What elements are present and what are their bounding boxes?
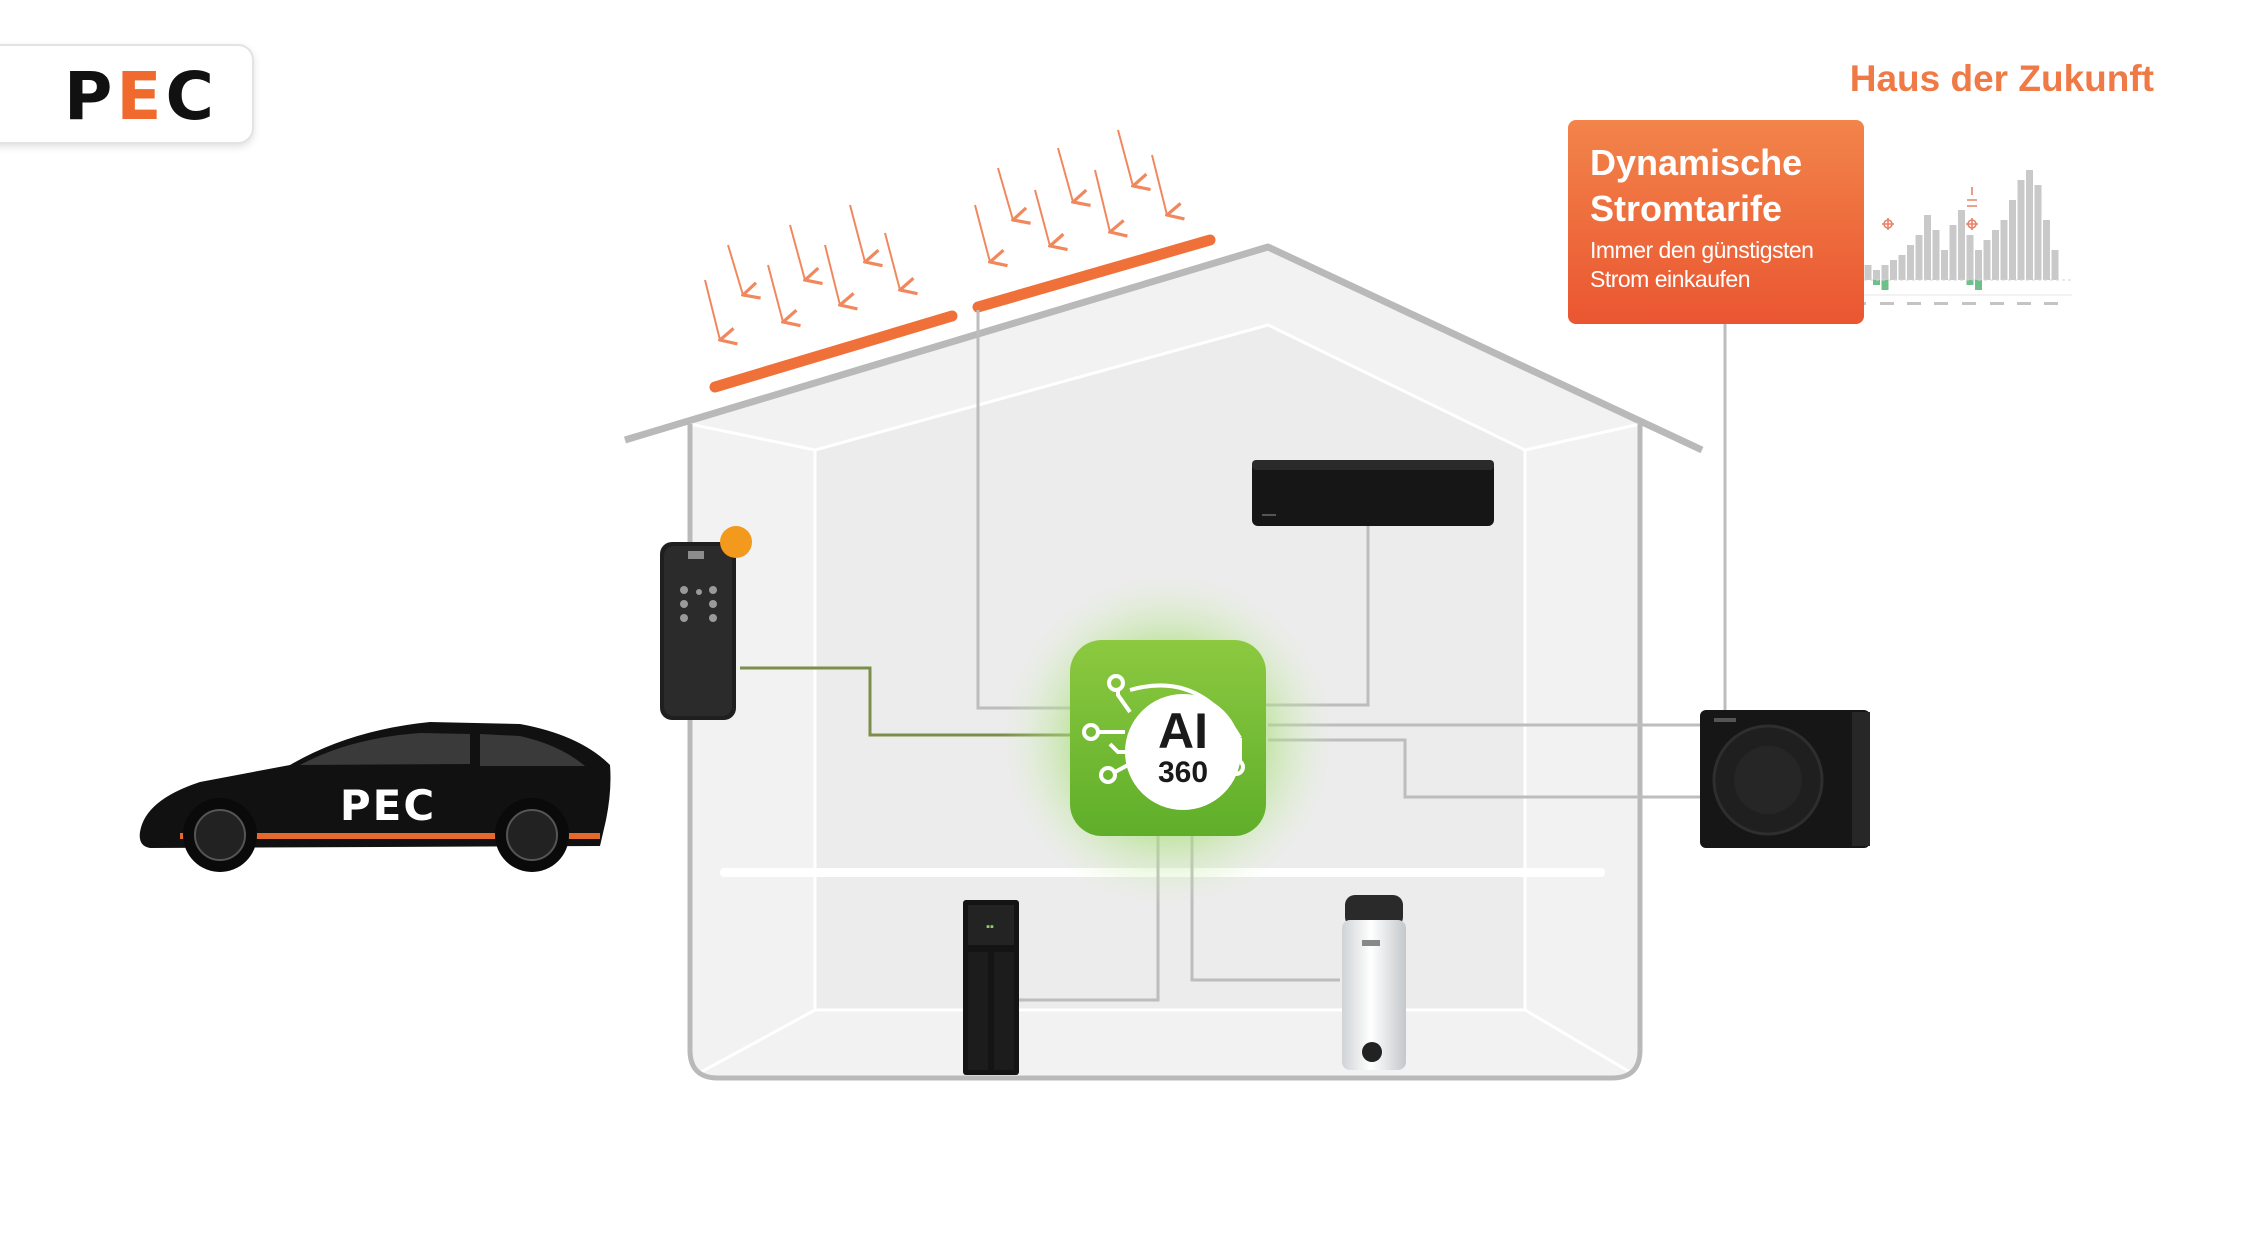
solar-panel-icon	[709, 310, 958, 393]
tariff-subtitle: Immer den günstigsten Strom einkaufen	[1590, 237, 1814, 292]
price-bar	[1898, 255, 1906, 280]
tariff-card: Dynamische Stromtarife Immer den günstig…	[1568, 120, 1864, 324]
sun-rays	[704, 129, 1167, 340]
circuit-icon	[1082, 674, 1245, 784]
price-bar	[2043, 220, 2050, 280]
air-conditioner-icon[interactable]	[1252, 460, 1494, 526]
price-bar	[1949, 225, 1957, 280]
logo-card[interactable]: PEC	[0, 44, 254, 144]
wallbox-icon[interactable]	[660, 526, 752, 720]
heat-pump-outdoor-unit-icon[interactable]	[1700, 710, 1870, 848]
negative-price-bar	[1873, 280, 1880, 285]
price-bar	[1992, 230, 1999, 280]
svg-text:▪▪: ▪▪	[986, 921, 994, 933]
connection-lines	[740, 310, 1727, 1002]
price-bar	[1966, 235, 1974, 280]
battery-storage-icon[interactable]: ▪▪	[963, 900, 1019, 1075]
tariff-title: Dynamische Stromtarife	[1590, 142, 1803, 229]
price-bar	[1924, 215, 1931, 280]
price-bar	[2017, 180, 2025, 280]
price-bar	[1941, 250, 1948, 280]
price-bar	[1932, 230, 1940, 280]
car-decal: PEC	[340, 781, 436, 830]
price-bar	[1881, 265, 1889, 280]
price-bar	[1907, 245, 1914, 280]
price-bar	[2034, 185, 2042, 280]
negative-price-bar	[1975, 280, 1982, 290]
price-bar	[1890, 260, 1897, 280]
price-bar	[1915, 235, 1923, 280]
price-bar	[1958, 210, 1965, 280]
negative-price-bar	[1966, 280, 1974, 285]
hub-label-bottom: 360	[1158, 756, 1208, 789]
water-heater-icon[interactable]	[1342, 895, 1406, 1070]
price-bar	[2026, 170, 2033, 280]
price-bar	[1983, 240, 1991, 280]
status-dot	[720, 526, 752, 558]
solar-panels	[709, 234, 1216, 393]
price-bar	[2000, 220, 2008, 280]
hub-badge	[1125, 694, 1241, 810]
price-bar	[2051, 250, 2059, 280]
ai-hub[interactable]: AI 360	[1003, 575, 1333, 905]
price-bar	[1873, 270, 1880, 280]
brand-logo: PEC	[64, 58, 218, 135]
solar-panel-icon	[972, 234, 1216, 313]
price-bar	[1975, 250, 1982, 280]
price-bar	[1864, 265, 1872, 280]
electric-car-icon[interactable]: PEC	[139, 722, 611, 872]
price-bar	[2009, 200, 2016, 280]
mini-price-chart	[1842, 165, 2080, 345]
page-title: Haus der Zukunft	[1849, 58, 2154, 99]
negative-price-bar	[1881, 280, 1889, 290]
hub-label-top: AI	[1158, 703, 1208, 759]
